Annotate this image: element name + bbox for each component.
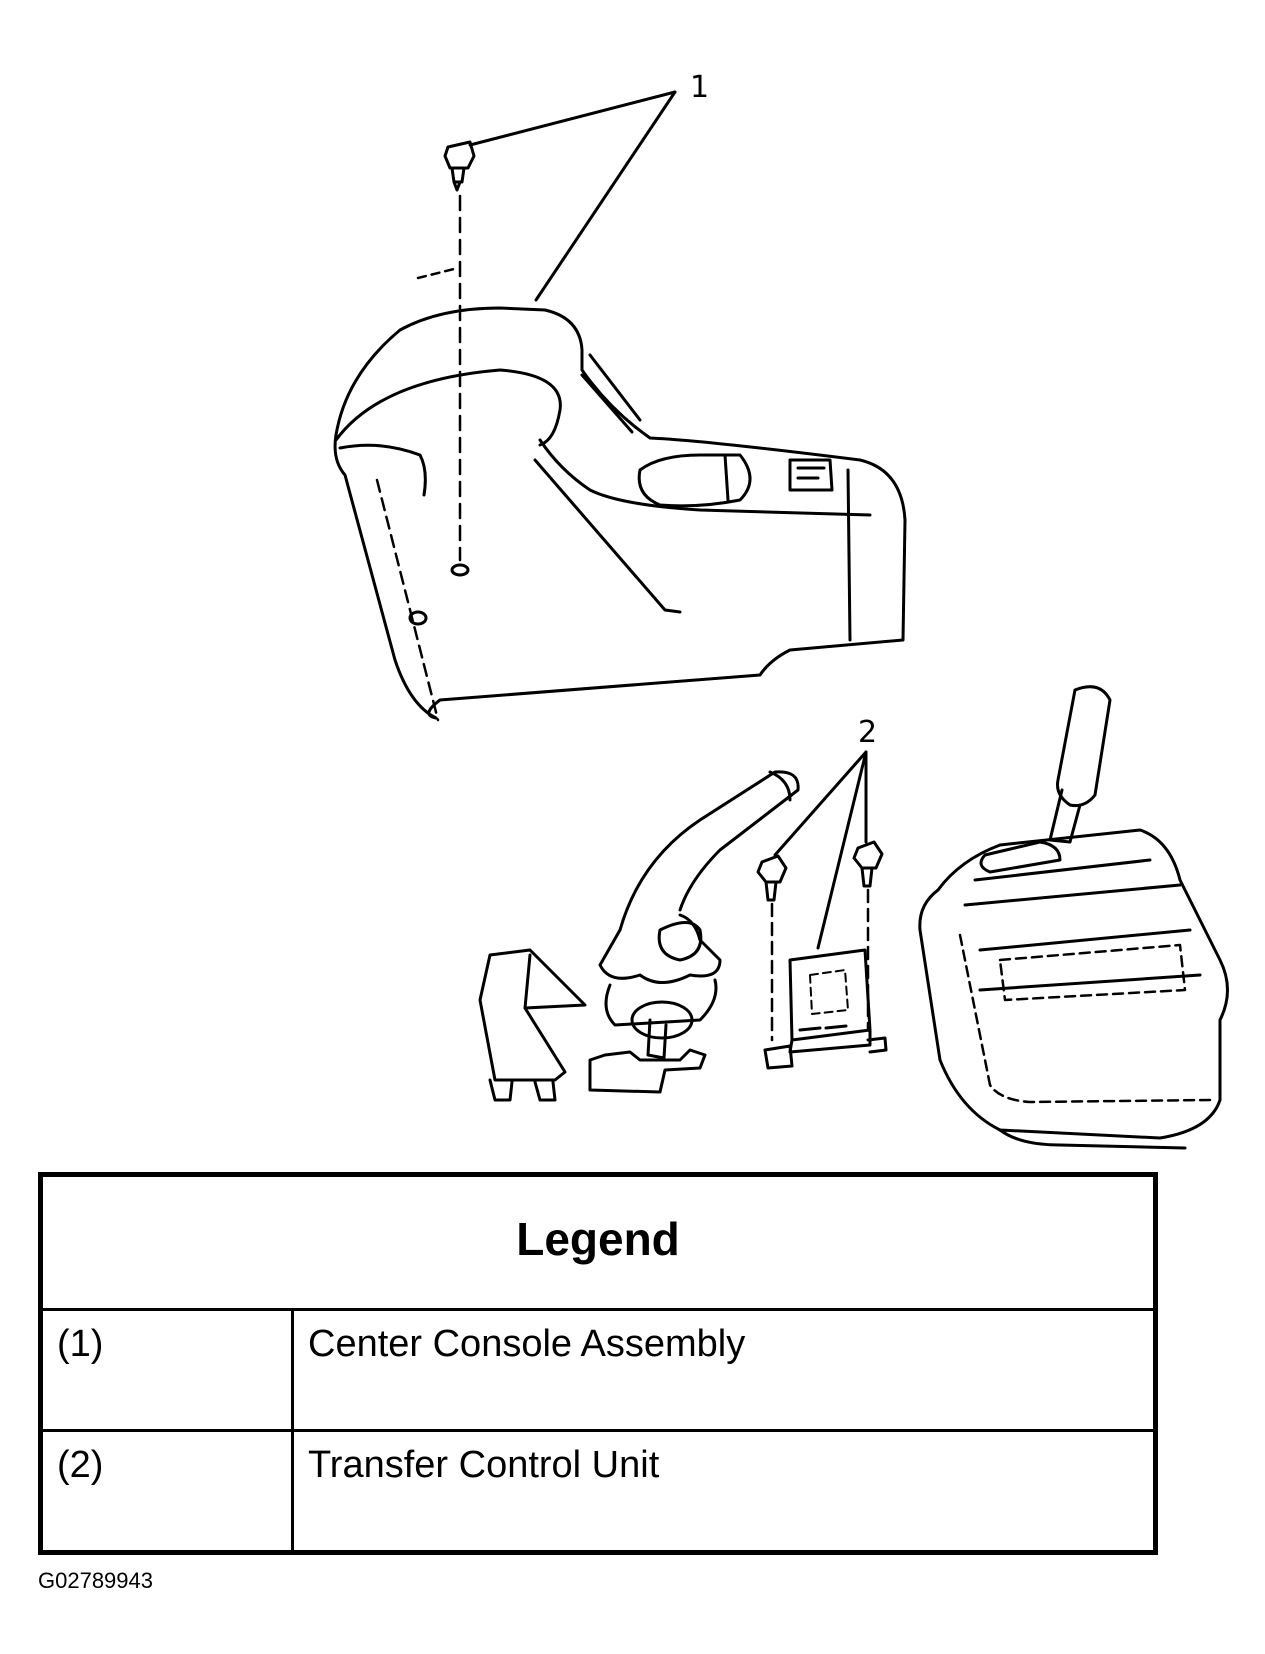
callout-2: 2 <box>858 715 877 750</box>
control-unit-screw-right <box>852 840 884 888</box>
callout-1-leaders <box>468 90 677 302</box>
legend-row-label: Center Console Assembly <box>291 1308 1157 1432</box>
legend-row: (2) Transfer Control Unit <box>39 1429 1157 1554</box>
control-unit-screw-left <box>756 854 788 902</box>
console-bracket <box>478 948 587 1102</box>
shift-lever-boot <box>918 685 1229 1150</box>
exploded-view-diagram: 1 2 <box>333 70 1229 1150</box>
legend-table: Legend (1) Center Console Assembly (2) T… <box>38 1172 1158 1555</box>
legend-row-number: (1) <box>39 1308 294 1432</box>
callout-2-leaders <box>773 750 868 950</box>
center-console-assembly <box>333 306 907 722</box>
legend-row-number: (2) <box>39 1429 294 1554</box>
console-axis-dash <box>416 266 460 280</box>
console-clip-screw <box>443 140 476 192</box>
figure-id: G02789943 <box>38 1568 153 1593</box>
legend-header-row: Legend <box>39 1173 1157 1311</box>
legend-title: Legend <box>39 1173 1157 1311</box>
legend-row-label: Transfer Control Unit <box>291 1429 1157 1554</box>
callout-1: 1 <box>690 70 709 105</box>
control-unit-screw-axes <box>770 888 870 1042</box>
parking-brake-lever <box>588 770 800 1094</box>
transfer-control-unit <box>763 948 888 1070</box>
legend-row: (1) Center Console Assembly <box>39 1308 1157 1432</box>
